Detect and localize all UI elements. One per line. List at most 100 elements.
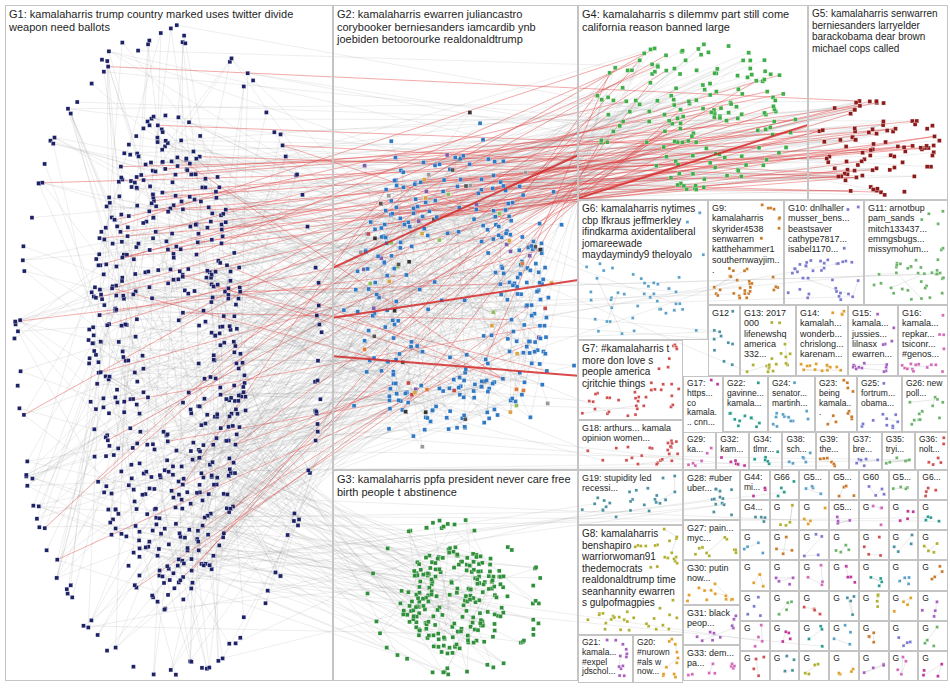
graph-vertex xyxy=(173,173,177,177)
graph-vertex xyxy=(199,423,203,427)
graph-vertex xyxy=(462,413,466,417)
graph-vertex xyxy=(101,396,105,400)
graph-edge xyxy=(834,639,850,645)
graph-vertex xyxy=(441,189,445,193)
graph-edge xyxy=(869,554,881,555)
graph-vertex xyxy=(394,381,398,385)
graph-vertex xyxy=(202,563,206,567)
graph-vertex xyxy=(264,110,268,114)
graph-edge xyxy=(130,428,539,603)
graph-vertex xyxy=(203,177,207,181)
graph-edge xyxy=(168,400,399,441)
graph-vertex xyxy=(210,567,214,571)
graph-vertex xyxy=(178,531,182,535)
graph-vertex xyxy=(114,508,118,512)
graph-vertex xyxy=(114,646,118,650)
graph-vertex xyxy=(114,264,118,268)
graph-vertex xyxy=(169,267,173,271)
graph-vertex xyxy=(210,473,214,477)
graph-vertex xyxy=(169,489,173,493)
graph-vertex xyxy=(120,256,124,260)
graph-vertex xyxy=(102,272,106,276)
graph-vertex xyxy=(480,240,484,244)
graph-vertex xyxy=(151,216,155,220)
graph-vertex xyxy=(225,263,229,267)
graph-vertex xyxy=(214,270,218,274)
graph-vertex xyxy=(216,175,220,179)
graph-vertex xyxy=(52,136,56,140)
graph-edges xyxy=(14,25,942,676)
graph-vertex xyxy=(367,329,371,333)
graph-vertex xyxy=(94,257,98,261)
graph-vertex xyxy=(22,269,26,273)
graph-vertex xyxy=(485,410,489,414)
graph-vertex xyxy=(243,395,247,399)
graph-vertex xyxy=(149,475,153,479)
graph-vertex xyxy=(234,407,238,411)
graph-vertex xyxy=(210,460,214,464)
graph-edge xyxy=(42,165,678,183)
graph-vertex xyxy=(213,333,217,337)
graph-vertex xyxy=(155,136,159,140)
graph-vertex xyxy=(203,422,207,426)
graph-vertex xyxy=(437,238,441,242)
graph-vertex xyxy=(163,527,167,531)
graph-vertex xyxy=(172,256,176,260)
graph-vertex xyxy=(93,285,97,289)
graph-vertex xyxy=(235,412,239,416)
graph-vertex xyxy=(133,499,137,503)
graph-edge xyxy=(140,548,444,672)
graph-vertex xyxy=(178,578,182,582)
graph-edge xyxy=(208,516,444,672)
graph-vertex xyxy=(237,394,241,398)
graph-edge xyxy=(227,494,401,590)
graph-vertex xyxy=(222,341,226,345)
graph-edge xyxy=(98,181,394,266)
graph-vertex xyxy=(108,201,112,205)
graph-vertex xyxy=(387,394,391,398)
graph-vertex xyxy=(491,173,495,177)
graph-vertex xyxy=(117,194,121,198)
graph-vertex xyxy=(209,220,213,224)
graph-vertex xyxy=(195,491,199,495)
graph-edge xyxy=(380,524,455,633)
graph-edge xyxy=(140,548,504,612)
graph-edge xyxy=(638,461,672,464)
graph-vertex xyxy=(165,564,169,568)
graph-vertex xyxy=(166,281,170,285)
graph-vertex xyxy=(486,251,490,255)
graph-vertex xyxy=(194,222,198,226)
graph-edge xyxy=(607,293,618,322)
graph-vertex xyxy=(533,340,537,344)
graph-vertex xyxy=(406,220,410,224)
graph-vertex xyxy=(463,371,467,375)
graph-vertex xyxy=(201,475,205,479)
graph-vertex xyxy=(199,471,203,475)
graph-edge xyxy=(37,400,399,519)
graph-vertex xyxy=(97,252,101,256)
graph-vertex xyxy=(168,578,172,582)
graph-vertex xyxy=(152,216,156,220)
graph-vertex xyxy=(157,547,161,551)
graph-vertex xyxy=(98,313,102,317)
graph-vertex xyxy=(214,377,218,381)
graph-vertex xyxy=(17,406,21,410)
graph-vertex xyxy=(149,161,153,165)
graph-vertex xyxy=(99,340,103,344)
graph-edge xyxy=(779,578,793,582)
graph-vertex xyxy=(150,201,154,205)
graph-vertex xyxy=(70,595,74,599)
graph-vertex xyxy=(194,172,198,176)
graph-vertex xyxy=(433,163,437,167)
graph-vertex xyxy=(383,325,387,329)
graph-vertex xyxy=(212,483,216,487)
graph-vertex xyxy=(234,361,238,365)
graph-vertex xyxy=(156,554,160,558)
graph-edge xyxy=(233,506,521,642)
graph-edge xyxy=(283,145,512,220)
graph-vertex xyxy=(104,226,108,230)
graph-vertex xyxy=(314,438,318,442)
graph-edge xyxy=(664,529,677,537)
graph-vertex xyxy=(137,538,141,542)
